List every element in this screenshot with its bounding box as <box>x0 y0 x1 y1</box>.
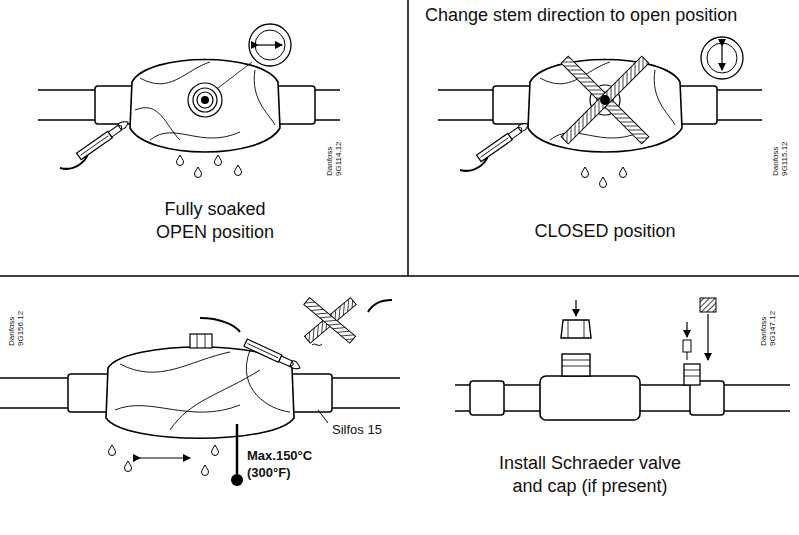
caption-text: CLOSED position <box>505 220 705 243</box>
drawing-number: Danfoss 9G147.12 <box>760 300 778 346</box>
solder-label: Silfos 15 <box>332 422 402 439</box>
drawing-number: Danfoss 9G115.12 <box>772 130 790 176</box>
caption-text: Fully soaked OPEN position <box>145 198 285 245</box>
caption-text: Install Schraeder valve and cap (if pres… <box>485 452 695 499</box>
temperature-limit: Max.150°C (300°F) <box>247 448 329 482</box>
instruction-title: Change stem direction to open position <box>425 4 795 27</box>
drawing-number: Danfoss 9G114.12 <box>326 130 344 176</box>
drawing-number: Danfoss 9G156.12 <box>8 300 26 346</box>
